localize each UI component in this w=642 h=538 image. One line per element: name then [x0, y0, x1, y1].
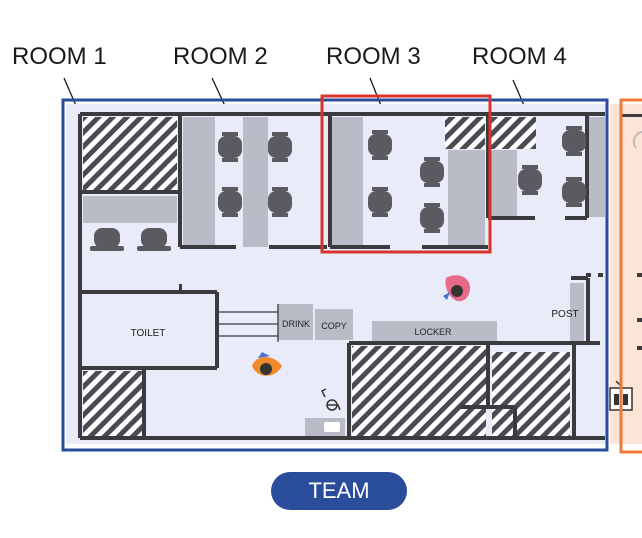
room-2-label: ROOM 2: [173, 43, 268, 70]
team-outline: [61, 98, 609, 452]
chair-icon: [368, 187, 392, 217]
hatched-area: [83, 371, 142, 438]
chair-icon: [518, 165, 542, 195]
room-4-label: ROOM 4: [472, 43, 567, 70]
chair-icon: [218, 187, 242, 217]
doorway-icon: [632, 131, 642, 149]
chair-icon: [420, 203, 444, 233]
hatched-area: [490, 117, 536, 149]
copy-label: COPY: [321, 321, 347, 331]
team-button[interactable]: TEAM: [271, 472, 407, 510]
person-pink-icon: [443, 275, 470, 302]
chairs: [90, 126, 586, 251]
hatched-area: [445, 117, 485, 149]
chair-icon: [268, 132, 292, 162]
locker-label: LOCKER: [414, 327, 452, 337]
chair-icon: [562, 177, 586, 207]
accessible-icon: [320, 388, 341, 411]
dashed-wall: [586, 114, 642, 350]
room-1-label: ROOM 1: [12, 43, 107, 70]
wall-stub: [179, 284, 182, 294]
walls: [78, 112, 605, 440]
room-3-highlight[interactable]: [320, 94, 492, 254]
hatched-area: [83, 117, 177, 190]
hatched-area: [352, 346, 486, 437]
post-label: POST: [551, 309, 578, 320]
person-orange-icon: [252, 352, 282, 376]
chair-icon: [420, 157, 444, 187]
room-3-label: ROOM 3: [326, 43, 421, 70]
chair-icon: [368, 130, 392, 160]
toilet-label: TOILET: [131, 328, 166, 339]
stairs: [217, 304, 279, 342]
sink: [324, 422, 340, 432]
drink-label: DRINK: [282, 319, 310, 329]
chair-icon: [562, 126, 586, 156]
chair-icon: [137, 228, 171, 251]
chair-icon: [268, 187, 292, 217]
adjacent-outline: [619, 98, 642, 454]
chair-icon: [218, 132, 242, 162]
hatched-area: [492, 352, 570, 437]
desks: [83, 117, 605, 436]
chair-icon: [90, 228, 124, 251]
